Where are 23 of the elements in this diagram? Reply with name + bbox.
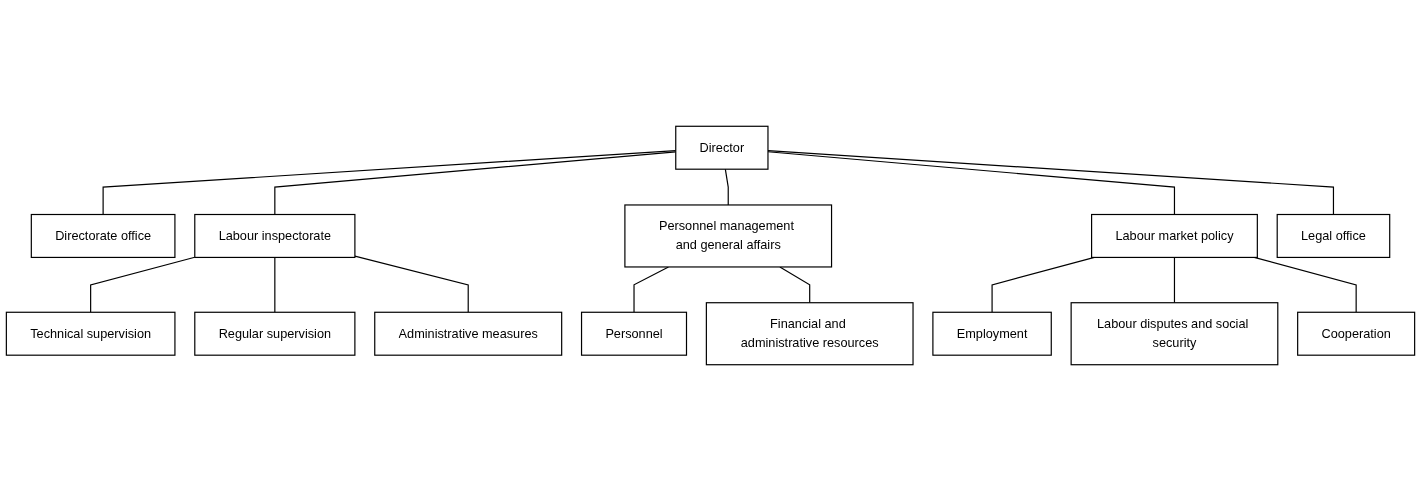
node-box: Financial and administrative resources: [705, 302, 914, 366]
node-box: Personnel: [580, 311, 688, 356]
node-box: Employment: [932, 311, 1052, 356]
node-box: Regular supervision: [194, 311, 356, 356]
node-box: Labour inspectorate: [194, 213, 356, 258]
node-box: Directorate office: [30, 213, 176, 258]
connector: [767, 150, 1335, 216]
connector: [90, 256, 196, 313]
node-box: Labour market policy: [1091, 213, 1258, 258]
connector: [724, 168, 729, 206]
node-box: Legal office: [1276, 213, 1391, 258]
node-box: Administrative measures: [374, 311, 563, 356]
connector: [767, 151, 1176, 216]
connector: [274, 256, 276, 313]
node-box: Technical supervision: [5, 311, 176, 356]
connector: [354, 255, 469, 313]
node-box: Labour disputes and social security: [1070, 302, 1279, 366]
connector: [779, 266, 811, 304]
connector: [991, 256, 1095, 313]
connector: [1173, 256, 1176, 304]
node-box: Cooperation: [1297, 311, 1416, 356]
node-box: Personnel management and general affairs: [624, 204, 833, 268]
node-box: Director: [675, 125, 769, 170]
